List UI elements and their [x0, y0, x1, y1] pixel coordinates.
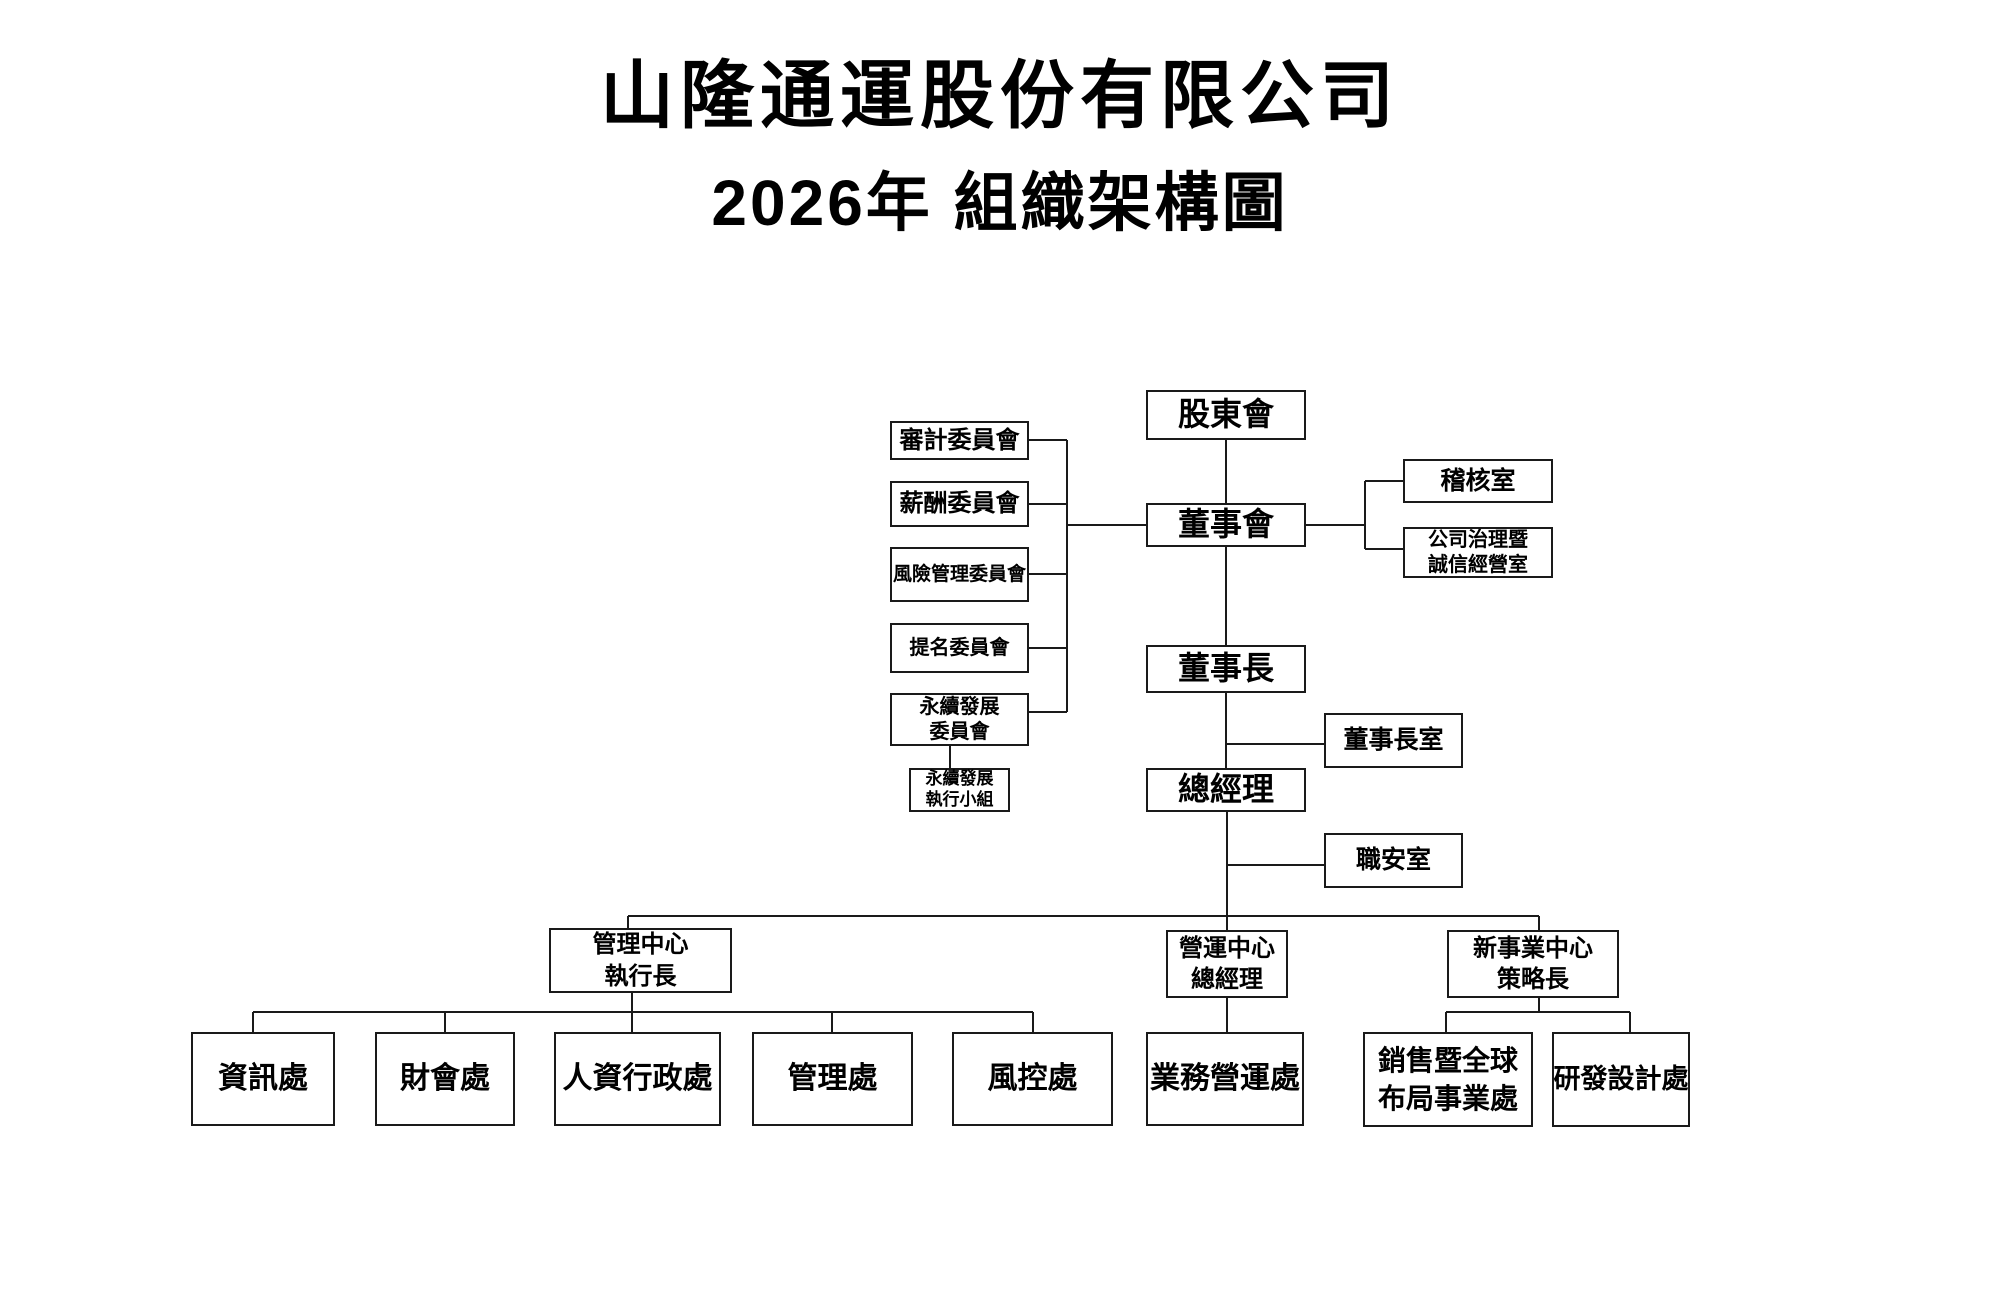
node-audit-committee: 審計委員會	[890, 421, 1029, 460]
node-label: 審計委員會	[899, 426, 1020, 454]
node-sustainability-committee: 永續發展 委員會	[890, 693, 1029, 746]
page-subtitle: 2026年 組織架構圖	[711, 167, 1289, 239]
node-label: 布局事業處	[1377, 1082, 1518, 1114]
node-hr-admin-division: 人資行政處	[554, 1032, 721, 1126]
node-business-operations-division: 業務營運處	[1146, 1032, 1304, 1126]
node-label: 資訊處	[218, 1061, 308, 1095]
node-new-business-center: 新事業中心 策略長	[1447, 930, 1619, 998]
node-label: 永續發展	[925, 769, 994, 789]
node-label: 董事會	[1177, 506, 1274, 543]
node-label: 提名委員會	[909, 636, 1010, 659]
node-label: 風險管理委員會	[892, 563, 1026, 585]
node-label: 人資行政處	[562, 1061, 713, 1095]
node-label: 董事長	[1177, 650, 1274, 687]
node-risk-control-division: 風控處	[952, 1032, 1113, 1126]
node-governance-office: 公司治理暨 誠信經營室	[1403, 527, 1553, 578]
node-label: 總經理	[1191, 966, 1263, 993]
node-label: 職安室	[1355, 846, 1431, 875]
node-label: 執行小組	[925, 790, 994, 809]
node-label: 誠信經營室	[1428, 553, 1528, 576]
node-rd-design-division: 研發設計處	[1552, 1032, 1690, 1127]
node-label: 委員會	[929, 720, 990, 743]
node-label: 薪酬委員會	[899, 490, 1020, 518]
node-general-manager: 總經理	[1146, 768, 1306, 812]
node-label: 稽核室	[1440, 466, 1516, 495]
node-label: 新事業中心	[1473, 934, 1593, 962]
node-label: 股東會	[1177, 396, 1274, 433]
node-label: 管理中心	[592, 931, 689, 959]
node-label: 業務營運處	[1150, 1061, 1300, 1095]
node-nomination-committee: 提名委員會	[890, 623, 1029, 673]
node-label: 營運中心	[1179, 934, 1275, 962]
node-management-center: 管理中心 執行長	[549, 928, 732, 993]
node-label: 銷售暨全球	[1377, 1044, 1518, 1076]
node-shareholders-meeting: 股東會	[1146, 390, 1306, 440]
node-finance-accounting-division: 財會處	[375, 1032, 515, 1126]
node-label: 總經理	[1177, 771, 1274, 808]
node-sustainability-task-force: 永續發展 執行小組	[909, 768, 1010, 812]
node-operations-center: 營運中心 總經理	[1166, 930, 1288, 998]
node-compensation-committee: 薪酬委員會	[890, 481, 1029, 527]
node-occupational-safety-office: 職安室	[1324, 833, 1463, 888]
node-chairman-office: 董事長室	[1324, 713, 1463, 768]
page-title: 山隆通運股份有限公司	[600, 54, 1400, 137]
node-label: 董事長室	[1343, 726, 1444, 755]
node-label: 財會處	[400, 1061, 490, 1095]
node-label: 風控處	[987, 1061, 1078, 1095]
node-management-division: 管理處	[752, 1032, 913, 1126]
node-label: 公司治理暨	[1428, 529, 1528, 552]
node-audit-office: 稽核室	[1403, 459, 1553, 503]
node-label: 策略長	[1497, 966, 1569, 993]
node-sales-global-division: 銷售暨全球 布局事業處	[1363, 1032, 1533, 1127]
node-label: 管理處	[787, 1061, 878, 1095]
node-board-of-directors: 董事會	[1146, 503, 1306, 547]
node-label: 研發設計處	[1553, 1064, 1689, 1095]
node-label: 永續發展	[919, 696, 1000, 719]
node-information-division: 資訊處	[191, 1032, 335, 1126]
node-risk-management-committee: 風險管理委員會	[890, 547, 1029, 602]
node-chairman: 董事長	[1146, 645, 1306, 693]
node-label: 執行長	[604, 962, 677, 990]
